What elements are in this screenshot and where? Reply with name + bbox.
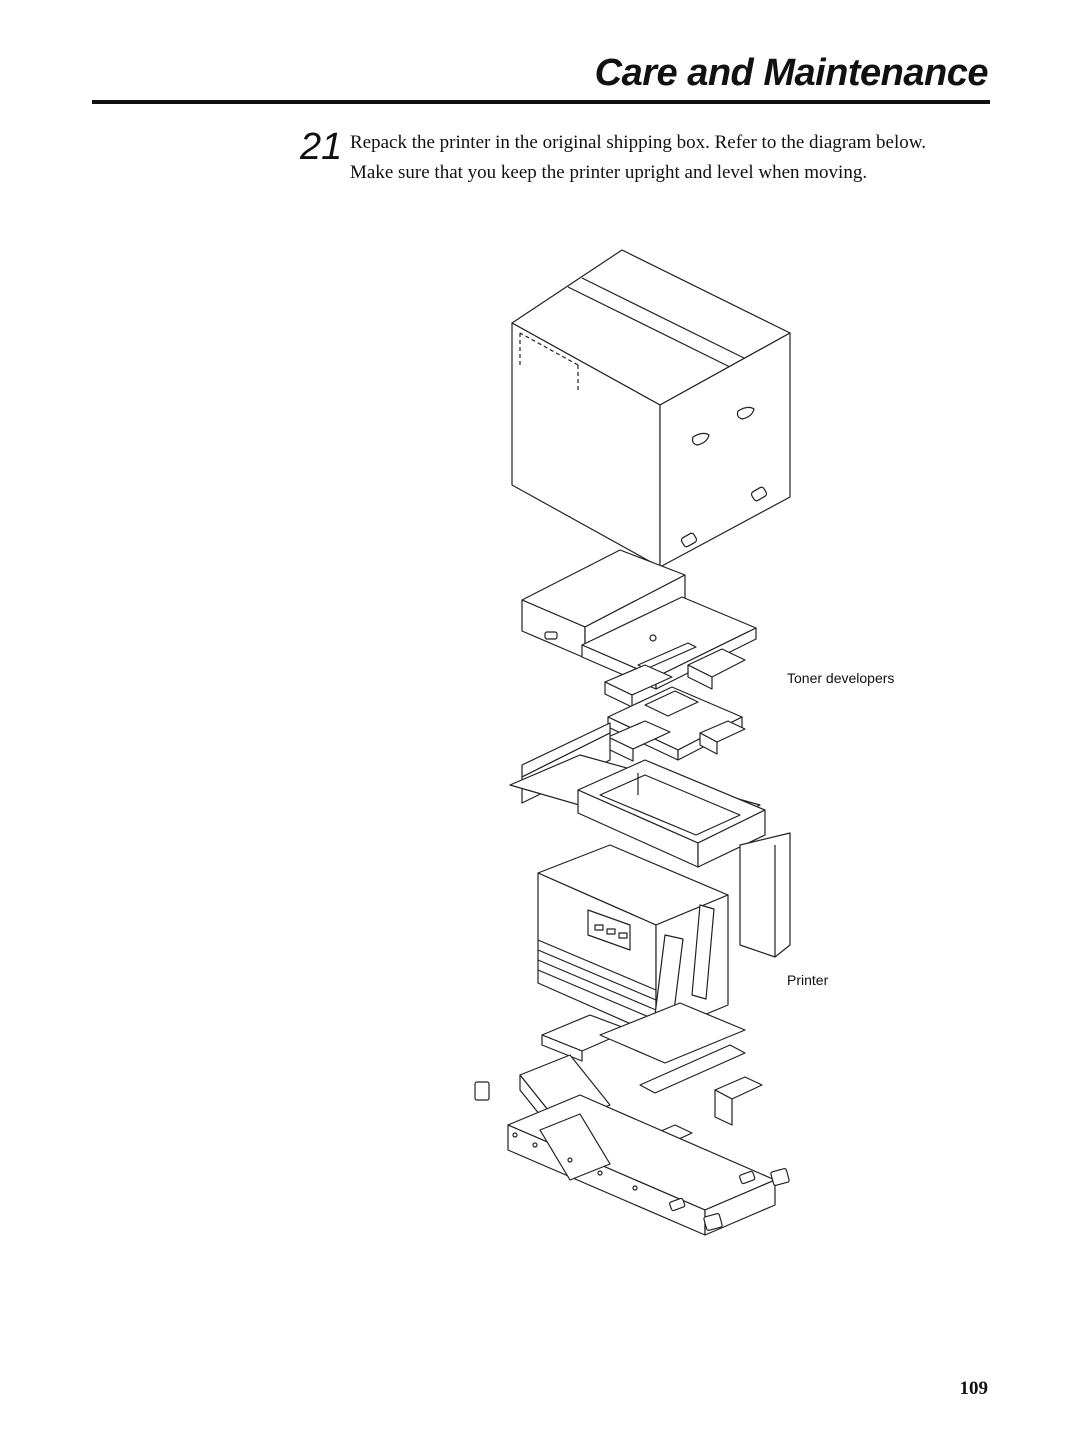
label-toner-developers: Toner developers [787, 670, 895, 686]
step-number: 21 [300, 126, 343, 168]
shipping-box-outer [511, 249, 791, 568]
middle-frame [509, 722, 791, 958]
label-printer: Printer [787, 972, 829, 988]
printer-unit [537, 844, 729, 1036]
step-instruction: Repack the printer in the original shipp… [350, 132, 927, 183]
page-header-title: Care and Maintenance [594, 52, 989, 94]
toner-developer-inserts [604, 648, 746, 762]
repacking-exploded-diagram [474, 249, 791, 1236]
header-rule [92, 100, 990, 104]
carry-handles [474, 1081, 790, 1231]
page-number: 109 [959, 1378, 989, 1399]
bottom-base-tray [507, 1094, 776, 1236]
top-tray [521, 549, 757, 690]
